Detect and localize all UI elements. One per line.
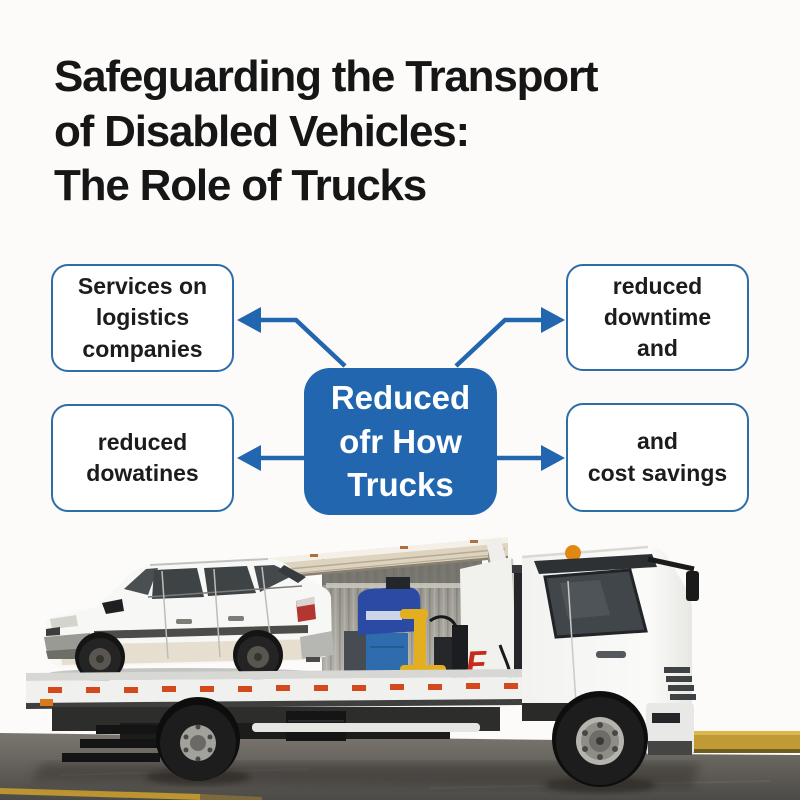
box-text-line: Services on: [77, 273, 208, 300]
title-line-3: The Role of Trucks: [54, 161, 427, 211]
box-text-line: companies: [82, 335, 203, 362]
side-mirror: [686, 571, 699, 601]
truck-front-wheel: [552, 691, 648, 787]
connector-arrow-bottom-right-icon: [497, 445, 565, 471]
diagram-box-bottom-left: reduced dowatines: [51, 404, 234, 512]
suv-windshield: [124, 568, 158, 595]
title-line-1: Safeguarding the Transport: [54, 52, 599, 101]
page-title: Safeguarding the Transport of Disabled V…: [54, 50, 599, 214]
center-box-line: ofr How: [339, 422, 462, 460]
truck-rear-wheel: [156, 697, 240, 781]
yellow-parking-line: [0, 788, 262, 800]
suv-mirror: [102, 599, 124, 614]
flatbed-tow-truck-photo: F: [0, 525, 800, 800]
box-text-line: dowatines: [86, 460, 199, 486]
diagram-box-top-right: reduced downtime and: [566, 264, 749, 371]
center-box-line: Reduced: [330, 379, 471, 417]
flatbed-deck: [26, 669, 522, 709]
box-text-line: cost savings: [587, 459, 728, 486]
center-box-line: Trucks: [347, 466, 454, 504]
side-guard-rail: [252, 723, 480, 732]
box-text-line: and: [637, 335, 678, 362]
suv-rear-bumper: [300, 631, 334, 659]
rear-step-ladder: [62, 725, 178, 762]
suv-front-window: [152, 568, 204, 599]
box-text-line: downtime: [603, 303, 712, 330]
title-line-2: of Disabled Vehicles:: [54, 106, 470, 156]
machine-label: [366, 611, 402, 620]
carried-suv: [44, 558, 334, 682]
beacon-light: [565, 545, 581, 561]
blue-machine: [344, 577, 446, 675]
connector-arrow-bottom-left-icon: [237, 445, 304, 471]
tow-truck-scene: F: [0, 537, 800, 800]
reflective-red-dashes: [48, 683, 518, 693]
sun-visor: [534, 554, 657, 574]
suv-side-molding: [94, 625, 308, 639]
connector-arrow-top-left-icon: [237, 307, 347, 368]
front-bumper: [646, 703, 694, 755]
connector-arrow-top-right-icon: [454, 307, 565, 368]
box-text-line: logistics: [95, 304, 190, 331]
suv-rear-window: [204, 566, 256, 596]
diagram-box-top-left: Services on logistics companies: [51, 264, 234, 372]
diagram-box-bottom-right: and cost savings: [566, 403, 749, 512]
grille-vents: [664, 667, 696, 700]
door-handle: [596, 651, 626, 658]
suv-headlight: [50, 615, 78, 629]
truck-cab: [521, 545, 699, 755]
box-text-line: reduced: [97, 428, 188, 455]
box-text-line: and: [637, 428, 678, 455]
box-text-line: reduced: [612, 272, 703, 299]
deck-marker-light: [40, 699, 53, 706]
diagram-center-box: Reduced ofr How Trucks: [304, 368, 497, 515]
